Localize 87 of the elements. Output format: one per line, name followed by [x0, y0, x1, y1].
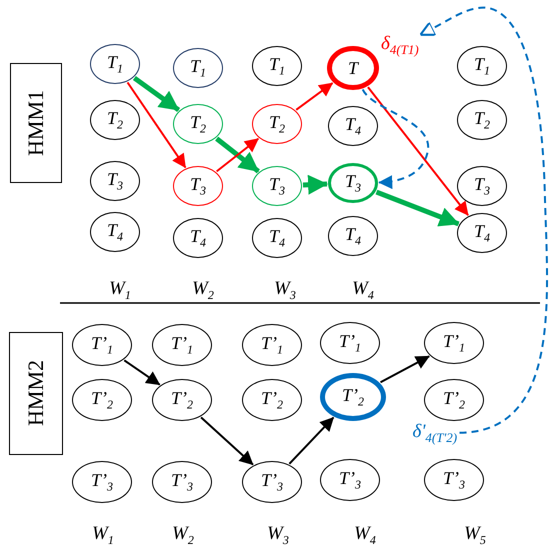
- state-ellipse: [242, 461, 302, 503]
- state-label: T$_{2}$: [106, 109, 123, 131]
- state-label: T$_{4}$: [190, 227, 206, 249]
- arrow: [302, 174, 328, 195]
- state-ellipse: [252, 46, 302, 86]
- state-label: T$_{4}$: [344, 115, 361, 137]
- delta-label: δ'$_{4(T'2)}$: [412, 422, 458, 444]
- word-label: W$_{4}$: [354, 524, 376, 546]
- word-label: W$_{1}$: [92, 524, 114, 546]
- state-ellipse: [327, 46, 379, 90]
- word-label: W$_{5}$: [464, 524, 486, 546]
- state-label: T’$_{3}$: [90, 471, 113, 493]
- word-label: W$_{1}$: [109, 279, 131, 301]
- state-label: T$_{2}$: [474, 109, 490, 131]
- state-ellipse: [72, 324, 132, 366]
- state-ellipse: [90, 100, 140, 140]
- state-label: T’$_{2}$: [260, 389, 283, 411]
- state-label: T$_{1}$: [474, 55, 490, 77]
- state-label: T’$_{2}$: [442, 389, 465, 411]
- model-box: [9, 332, 63, 454]
- state-label: T$_{3}$: [344, 172, 361, 194]
- state-label: T’$_{2}$: [342, 386, 364, 408]
- arrow: [296, 82, 334, 111]
- arrow: [419, 6, 548, 434]
- state-label: T$_{3}$: [474, 175, 490, 197]
- state-label: T’$_{1}$: [170, 334, 193, 356]
- state-ellipse: [457, 166, 507, 206]
- state-label: T’$_{3}$: [260, 471, 283, 493]
- word-label: W$_{2}$: [192, 279, 214, 301]
- arrow: [132, 76, 180, 112]
- state-ellipse: [173, 48, 223, 88]
- word-label: W$_{3}$: [274, 279, 296, 301]
- arrow: [126, 82, 186, 168]
- state-ellipse: [252, 218, 302, 258]
- state-label: T$_{4}$: [106, 221, 123, 243]
- state-label: T’$_{3}$: [442, 469, 465, 491]
- state-label: T: [348, 59, 358, 77]
- state-label: T$_{1}$: [106, 53, 123, 75]
- state-label: T$_{4}$: [344, 225, 361, 247]
- state-ellipse: [328, 163, 378, 203]
- state-label: T$_{2}$: [268, 113, 285, 135]
- word-label: W$_{4}$: [352, 279, 374, 301]
- state-ellipse: [252, 166, 302, 206]
- state-ellipse: [152, 379, 212, 421]
- model-label: HMM1: [23, 90, 49, 156]
- state-ellipse: [457, 100, 507, 140]
- state-label: T’$_{3}$: [338, 469, 361, 491]
- state-label: T$_{4}$: [268, 227, 285, 249]
- state-ellipse: [424, 322, 484, 364]
- state-ellipse: [90, 161, 140, 201]
- state-ellipse: [328, 216, 378, 256]
- state-label: T$_{4}$: [474, 222, 490, 244]
- state-label: T’$_{1}$: [338, 332, 361, 354]
- state-label: T’$_{1}$: [90, 334, 113, 356]
- state-ellipse: [173, 166, 223, 206]
- state-label: T’$_{2}$: [90, 389, 113, 411]
- arrow: [380, 355, 430, 384]
- state-label: T$_{2}$: [190, 113, 206, 135]
- state-ellipse: [457, 46, 507, 86]
- state-label: T’$_{1}$: [260, 334, 283, 356]
- arrow: [200, 416, 254, 466]
- model-box: [10, 63, 62, 183]
- state-ellipse: [320, 373, 386, 421]
- word-label: W$_{2}$: [172, 524, 194, 546]
- arrow: [376, 190, 460, 226]
- model-label: HMM2: [23, 360, 49, 426]
- state-label: T$_{3}$: [190, 175, 206, 197]
- state-ellipse: [252, 104, 302, 144]
- arrow: [362, 88, 429, 189]
- arrow: [367, 86, 469, 216]
- state-ellipse: [173, 104, 223, 144]
- state-ellipse: [173, 218, 223, 258]
- word-label: W$_{3}$: [267, 524, 289, 546]
- arrow: [124, 359, 160, 386]
- delta-label: δ$_{4(T1)}$: [381, 34, 419, 56]
- state-ellipse: [328, 106, 378, 146]
- arrow: [288, 416, 334, 464]
- state-ellipse: [90, 44, 140, 84]
- state-label: T’$_{1}$: [442, 332, 465, 354]
- state-label: T’$_{2}$: [170, 389, 193, 411]
- state-ellipse: [90, 212, 140, 252]
- state-label: T$_{1}$: [190, 57, 206, 79]
- state-label: T$_{1}$: [268, 55, 285, 77]
- state-label: T$_{3}$: [106, 170, 123, 192]
- state-label: T’$_{3}$: [170, 471, 193, 493]
- state-label: T$_{3}$: [268, 175, 285, 197]
- state-ellipse: [457, 213, 507, 253]
